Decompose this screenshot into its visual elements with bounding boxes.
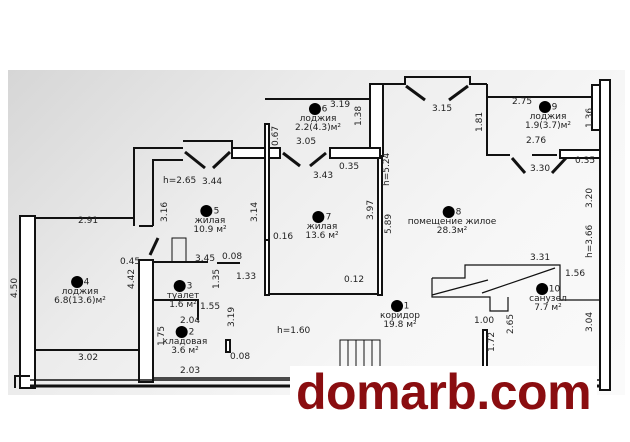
room-area: 10.9 м² [193, 225, 227, 236]
room-area: 19.8 м² [383, 320, 417, 331]
dimension-label: 2.91 [78, 216, 99, 226]
dimension-label: h=1.60 [277, 326, 311, 336]
dimension-label: h=5.24 [382, 152, 392, 186]
room-number: 10 [548, 284, 561, 295]
room-number: 6 [321, 104, 328, 115]
room-marker-icon [535, 283, 548, 295]
dimension-label: 2.76 [526, 136, 547, 146]
dimension-label: 2.75 [512, 97, 533, 107]
dimension-label: 1.33 [236, 272, 257, 282]
room-marker-icon [70, 276, 83, 288]
dimension-label: 3.02 [78, 353, 99, 363]
room-area: 6.8(13.6)м² [54, 296, 106, 307]
room-marker-icon [173, 280, 186, 292]
room-number: 5 [213, 206, 220, 217]
watermark-logo: domarb.com [290, 366, 598, 419]
dimension-label: 2.65 [506, 313, 516, 334]
dimension-label: 0.45 [120, 257, 141, 267]
room-area: 7.7 м² [534, 303, 562, 314]
dimension-label: 3.43 [313, 171, 334, 181]
dimension-label: 3.04 [585, 311, 595, 332]
room-name: лоджия [299, 114, 337, 124]
room-area: 13.6 м² [305, 231, 339, 242]
room-marker-icon [390, 300, 403, 312]
dimension-label: 2.03 [180, 366, 201, 376]
room-name: туалет [166, 291, 200, 301]
room-marker-icon [538, 101, 551, 113]
dimension-label: 4.50 [10, 277, 20, 298]
dimension-label: 3.31 [530, 253, 551, 263]
dimension-label: 3.16 [160, 201, 170, 222]
dimension-label: 3.19 [330, 100, 351, 110]
dimension-label: 1.81 [475, 111, 485, 132]
room-name: санузел [529, 294, 567, 304]
dimension-label: 3.05 [296, 137, 317, 147]
dimension-label: h=2.65 [163, 176, 197, 186]
dimension-label: 1.56 [565, 269, 586, 279]
room-name: коридор [380, 311, 420, 321]
dimension-label: 0.67 [271, 125, 281, 146]
room-area: 28.3м² [436, 226, 468, 237]
dimension-label: 5.89 [384, 213, 394, 234]
dimension-label: 3.14 [250, 201, 260, 222]
room-number: 1 [403, 301, 410, 312]
room-number: 2 [188, 327, 195, 338]
room-number: 7 [325, 212, 332, 223]
dimension-label: 0.08 [230, 352, 251, 362]
room-marker-icon [200, 205, 213, 217]
dimension-label: 2.04 [180, 316, 201, 326]
room-marker-icon [308, 103, 321, 115]
dimension-label: 1.38 [354, 105, 364, 126]
dimension-label: 0.12 [344, 275, 365, 285]
room-number: 8 [455, 207, 462, 218]
room-name: жилая [194, 216, 226, 226]
dimension-label: 1.00 [474, 316, 495, 326]
room-area: 1.6 м² [169, 300, 197, 311]
room-area: 2.2(4.3)м² [294, 123, 342, 134]
room-name: кладовая [162, 337, 208, 347]
dimension-label: 4.42 [127, 268, 137, 289]
room-number: 3 [186, 281, 193, 292]
dimension-label: 1.72 [487, 331, 497, 352]
room-number: 4 [83, 277, 90, 288]
room-name: лоджия [61, 287, 99, 297]
dimension-label: 0.35 [575, 156, 596, 166]
dimension-label: 0.16 [273, 232, 294, 242]
dimension-label: 1.75 [157, 325, 167, 346]
room-marker-icon [312, 211, 325, 223]
dimension-label: 0.08 [222, 252, 243, 262]
dimension-label: 3.15 [432, 104, 453, 114]
room-name: лоджия [529, 112, 567, 122]
plan-background [8, 70, 625, 395]
dimension-label: 1.35 [212, 268, 222, 289]
dimension-label: 1.36 [585, 107, 595, 128]
room-name: помещение жилое [407, 217, 497, 227]
dimension-label: 3.30 [530, 164, 551, 174]
room-area: 3.6 м² [171, 346, 199, 357]
room-marker-icon [442, 206, 455, 218]
dimension-label: h=3.66 [585, 224, 595, 258]
room-number: 9 [551, 102, 558, 113]
dimension-label: 3.97 [366, 199, 376, 220]
dimension-label: 3.19 [227, 306, 237, 327]
dimension-label: 3.44 [202, 177, 223, 187]
dimension-label: 3.45 [195, 254, 216, 264]
room-marker-icon [175, 326, 188, 338]
dimension-label: 0.35 [339, 162, 360, 172]
dimension-label: 1.55 [200, 302, 221, 312]
dimension-label: 3.20 [585, 187, 595, 208]
room-name: жилая [306, 222, 338, 232]
room-area: 1.9(3.7)м² [524, 121, 572, 132]
